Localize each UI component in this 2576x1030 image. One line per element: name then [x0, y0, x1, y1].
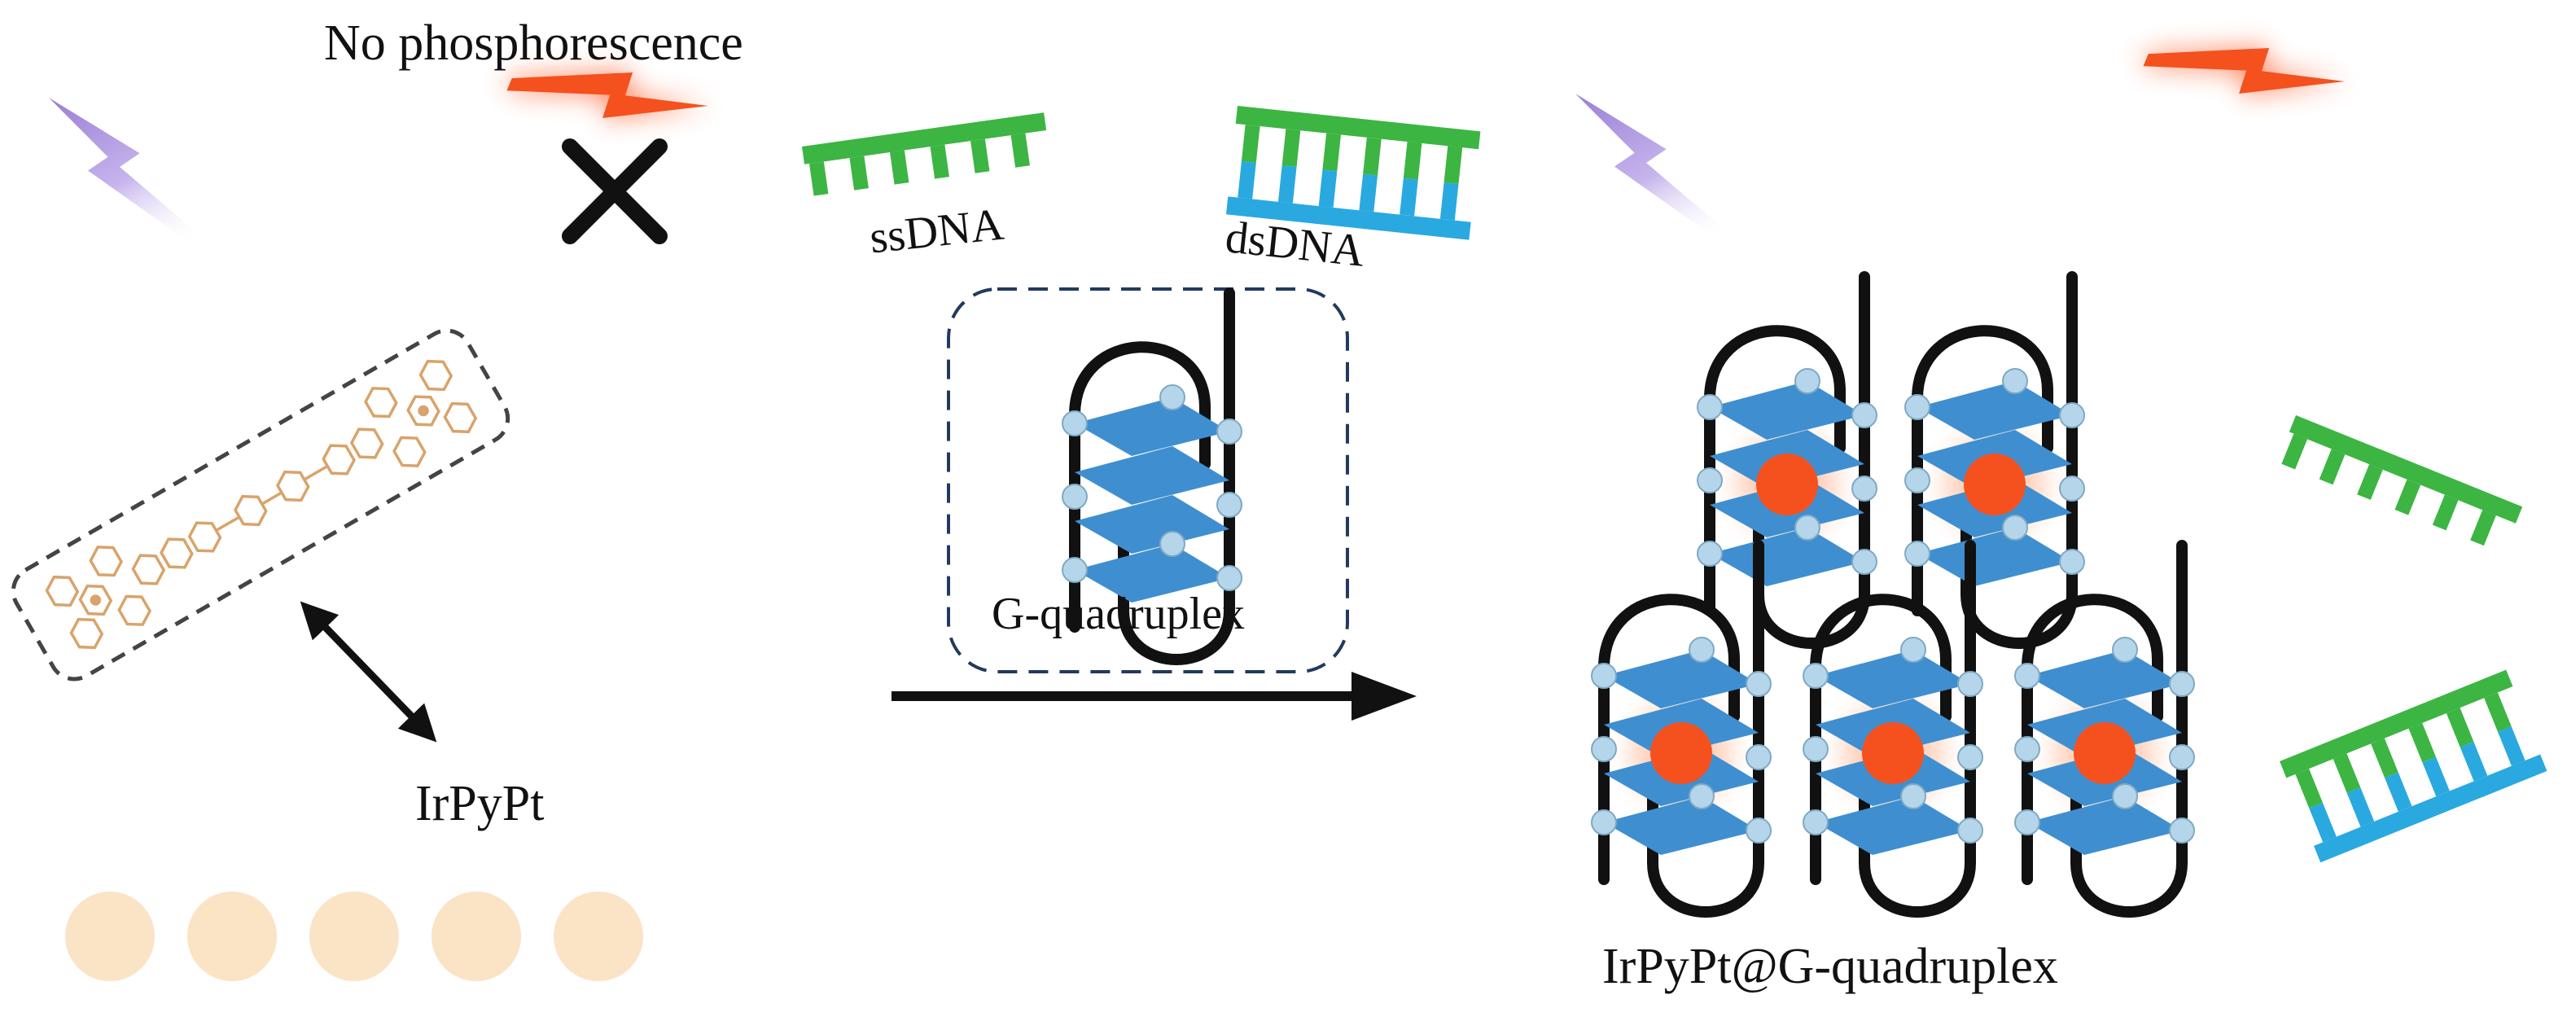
decor-dots: [65, 892, 643, 981]
no-phosphorescence-label: No phosphorescence: [324, 15, 743, 71]
g-quadruplex-complex: [1592, 546, 1771, 912]
dsdna-duplex-right: [2280, 669, 2548, 863]
lightning-bolt-icon: [32, 98, 215, 243]
dot: [432, 892, 521, 981]
irpypt-label: IrPyPt: [415, 776, 545, 831]
emission-bolt-right: [2139, 0, 2345, 165]
reaction-arrow: [892, 672, 1417, 721]
g-quadruplex-complex: [1698, 277, 1877, 643]
irpypt-molecule: [11, 328, 510, 682]
label-pointer-arrow: [300, 601, 437, 743]
dot: [309, 892, 399, 981]
dot: [65, 892, 155, 981]
dot: [554, 892, 643, 981]
g-quadruplex-complex: [1905, 277, 2084, 643]
dot: [187, 892, 277, 981]
molecule-box: [11, 328, 510, 682]
cross-icon: [562, 138, 668, 244]
emission-bolt-quenched: [502, 0, 708, 244]
complex-cluster: [1592, 277, 2194, 912]
excitation-bolt-right: [1558, 94, 1741, 239]
complex-label: IrPyPt@G-quadruplex: [1602, 939, 2058, 994]
lightning-bolt-icon: [1558, 94, 1741, 239]
g-quadruplex-complex: [1803, 546, 1982, 912]
g-quadruplex-label: G-quadruplex: [992, 589, 1246, 639]
ssdna-strand-top: [802, 112, 1051, 197]
ssdna-strand-right: [2276, 415, 2523, 554]
g-quadruplex-complex: [2015, 546, 2194, 912]
excitation-bolt-left: [32, 98, 215, 243]
lightning-bolt-icon: [2139, 0, 2345, 165]
molecule-structure: [45, 359, 478, 650]
